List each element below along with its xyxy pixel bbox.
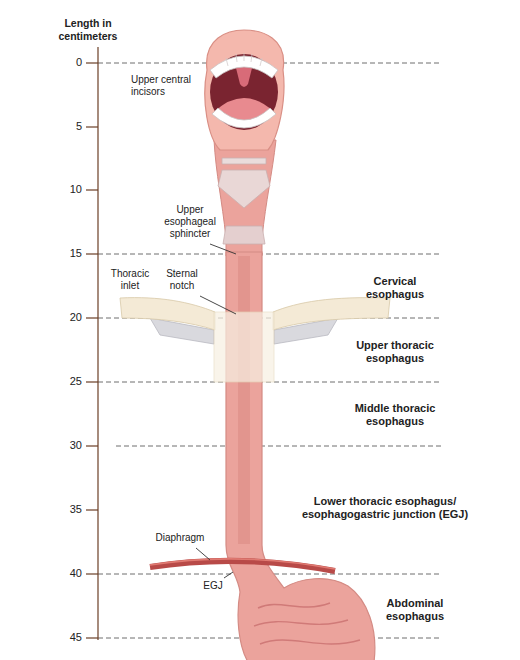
axis-tick [86, 189, 98, 190]
axis-number: 25 [42, 375, 82, 388]
axis-number: 40 [42, 567, 82, 580]
axis-tick [86, 445, 98, 446]
esophagus-lumen [238, 256, 250, 544]
tooth-line [236, 54, 237, 62]
tooth-line [251, 54, 252, 62]
part-label: Diaphragm [145, 532, 215, 544]
thyroid-cartilage [218, 170, 270, 208]
diaphragm [150, 561, 335, 571]
sternum [214, 312, 274, 382]
part-label: EGJ [198, 580, 228, 592]
axis-tick [86, 317, 98, 318]
leader-line [196, 548, 210, 560]
axis-tick [86, 381, 98, 382]
leader-line [224, 572, 233, 578]
axis-number: 30 [42, 439, 82, 452]
tooth-line [260, 58, 262, 66]
axis-number: 20 [42, 311, 82, 324]
region-label: Middle thoracic esophagus [343, 402, 447, 428]
axis-tick [86, 637, 98, 638]
tooth-line [226, 58, 228, 66]
region-label: Cervical esophagus [345, 275, 445, 301]
lips [205, 30, 284, 150]
axis-number: 5 [42, 120, 82, 133]
clavicle [120, 298, 215, 330]
axis-tick [86, 573, 98, 574]
leader-line [200, 296, 236, 314]
stomach-fold [254, 620, 348, 626]
uvula [236, 65, 252, 87]
axis-number: 10 [42, 183, 82, 196]
axis-number: 35 [42, 503, 82, 516]
lower-teeth [212, 108, 276, 128]
stomach-folds [254, 603, 360, 644]
axis-number: 0 [42, 56, 82, 69]
clavicle [273, 298, 390, 330]
part-label: Sternal notch [158, 268, 206, 292]
diaphragm-edge [150, 559, 335, 569]
axis-tick [86, 253, 98, 254]
region-label: Lower thoracic esophagus/ esophagogastri… [270, 495, 500, 521]
pharynx [214, 140, 276, 256]
tooth-separators [226, 53, 262, 66]
cricoid-cartilage [223, 226, 265, 244]
stomach-fold [260, 640, 360, 644]
tooth-line [244, 53, 245, 61]
axis-number: 15 [42, 247, 82, 260]
part-label: Upper central incisors [131, 74, 203, 98]
part-label: Upper esophageal sphincter [154, 204, 226, 240]
part-label: Thoracic inlet [104, 268, 156, 292]
length-axis [86, 47, 98, 640]
region-label: Upper thoracic esophagus [343, 339, 447, 365]
oral-cavity [210, 54, 278, 130]
region-label: Abdominal esophagus [365, 597, 465, 623]
leader-lines [196, 244, 236, 578]
leader-line [210, 244, 236, 254]
axis-line [97, 47, 98, 640]
axis-number: 45 [42, 631, 82, 644]
section-line [98, 254, 442, 255]
section-line [116, 446, 442, 447]
axis-title: Length in centimeters [46, 17, 130, 42]
axis-tick [86, 509, 98, 510]
stomach-fold [258, 603, 330, 608]
axis-tick [86, 62, 98, 63]
axis-tick [86, 126, 98, 127]
hyoid-bone [222, 158, 266, 164]
